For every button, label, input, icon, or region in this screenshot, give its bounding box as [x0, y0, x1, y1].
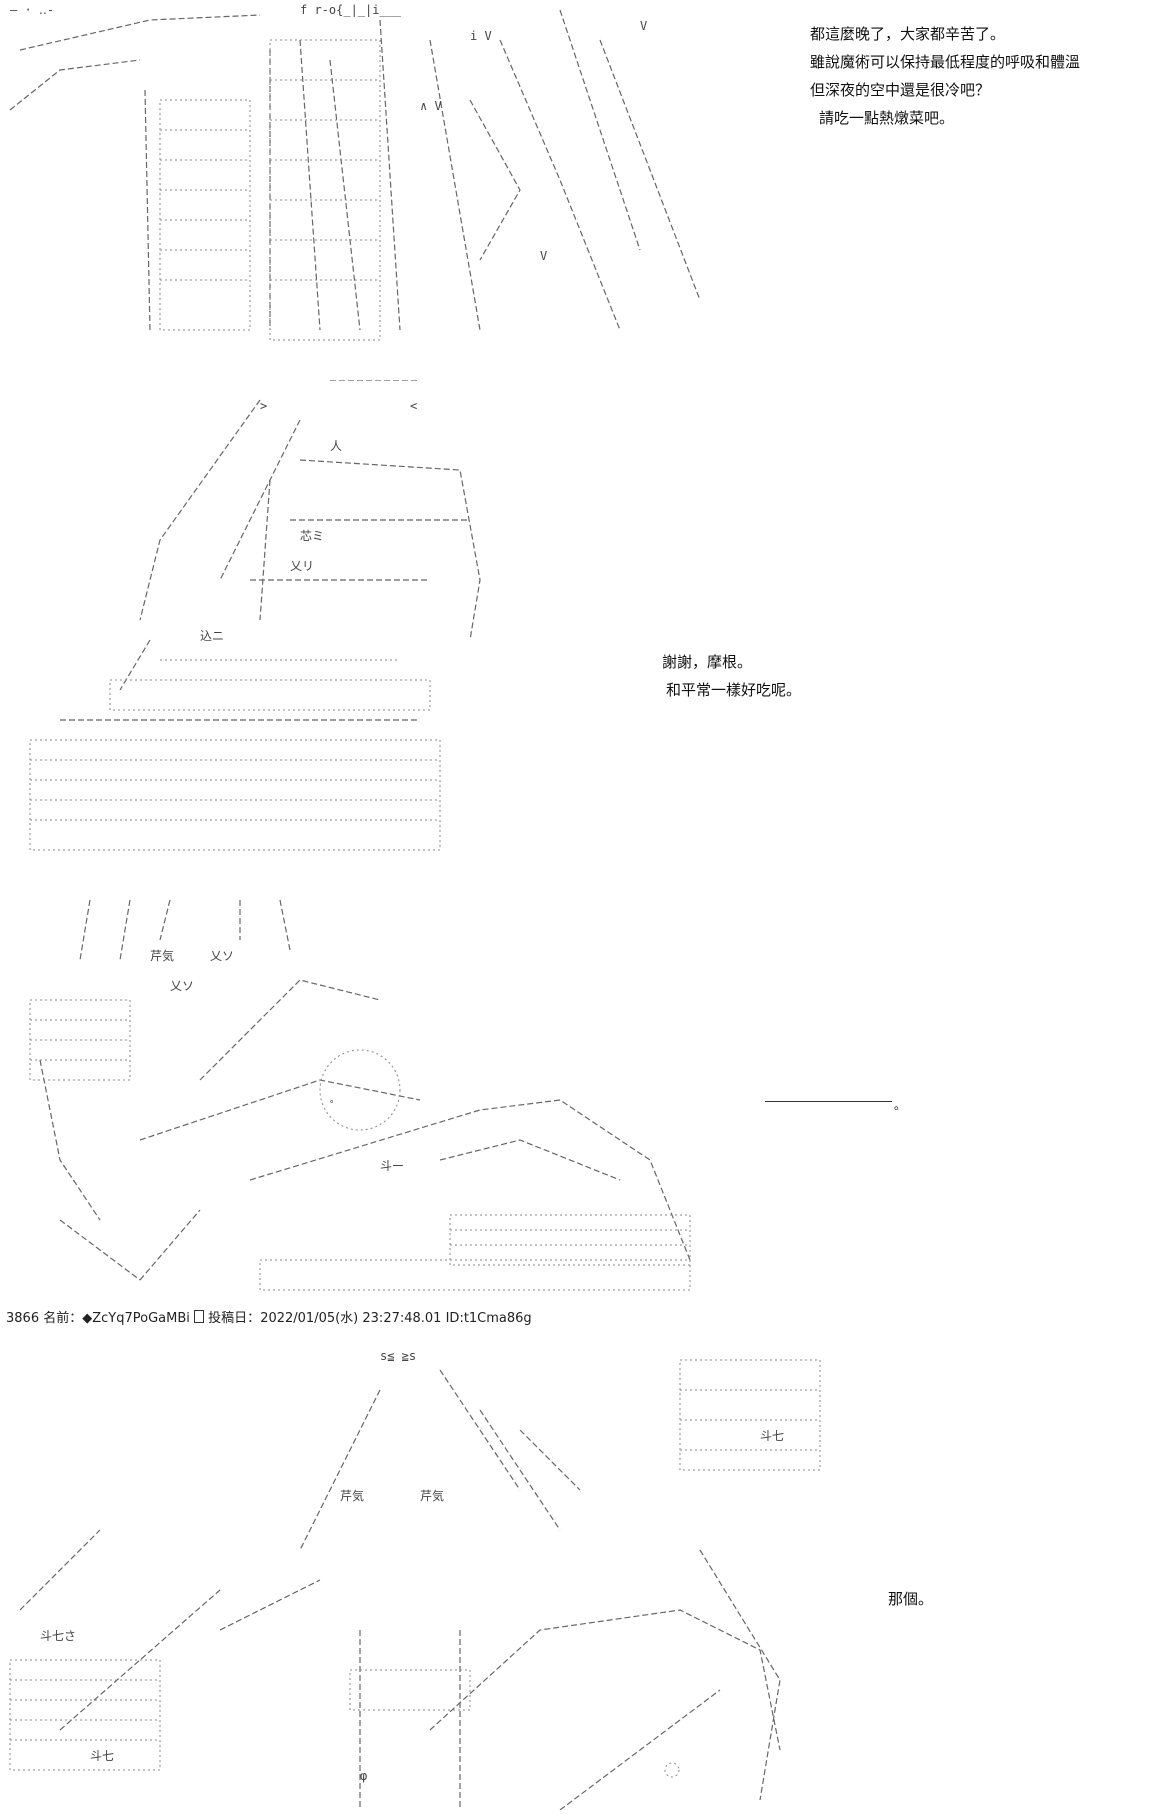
svg-text:s≦ ≧s: s≦ ≧s [380, 1349, 416, 1363]
ascii-art-figure-1-drawing: — · ‥- f r-o{_|_|i___ i V ∧ V V V [9, 3, 701, 341]
dialogue-line: 請吃一點熱燉菜吧。 [819, 109, 955, 127]
svg-text:芹気: 芹気 [150, 948, 174, 963]
dialogue-panel-2: 謝謝，摩根。 和平常一樣好吃呢。 [662, 648, 801, 704]
post-author: ◆ZcYq7PoGaMBi [82, 1311, 190, 1326]
dialogue-line: 但深夜的空中還是很冷吧？ [810, 81, 991, 99]
dialogue-line: 謝謝，摩根。 [662, 653, 753, 671]
horizontal-rule [765, 1101, 892, 1102]
svg-text:φ: φ [360, 1769, 367, 1783]
svg-text:斗七: 斗七 [760, 1429, 784, 1443]
post-date: 2022/01/05(水) 23:27:48.01 [260, 1311, 442, 1326]
svg-text:芹気: 芹気 [340, 1488, 364, 1503]
ascii-art-figure-2: > < 人 芯ミ 乂リ 込ニ [0, 380, 500, 860]
svg-text:V: V [540, 249, 547, 263]
post-id: ID:t1Cma86g [445, 1311, 532, 1326]
ascii-art-figure-3: 芹気 乂ソ 乂ソ 斗ー ゜ [0, 880, 720, 1300]
svg-text:乂リ: 乂リ [290, 559, 314, 573]
svg-text:f r-o{_|_|i___: f r-o{_|_|i___ [300, 3, 402, 17]
svg-text:芯ミ: 芯ミ [300, 529, 324, 543]
post-name-label: 名前： [43, 1311, 83, 1326]
dialogue-panel-1: 都這麼晚了，大家都辛苦了。 雖說魔術可以保持最低程度的呼吸和體溫 但深夜的空中還… [810, 20, 1080, 132]
svg-text:V: V [640, 19, 647, 33]
post-number: 3866 [6, 1311, 40, 1326]
dialogue-line: 那個。 [888, 1590, 934, 1608]
dialogue-panel-4: 那個。 [888, 1585, 933, 1613]
svg-text:込ニ: 込ニ [200, 629, 224, 643]
trip-box-icon [194, 1310, 205, 1323]
dialogue-line: 都這麼晚了，大家都辛苦了。 [810, 25, 1006, 43]
svg-text:斗七さ: 斗七さ [40, 1629, 76, 1643]
ascii-art-figure-2-drawing: > < 人 芯ミ 乂リ 込ニ [29, 380, 481, 851]
dialogue-line: 和平常一樣好吃呢。 [666, 681, 802, 699]
svg-text:斗ー: 斗ー [380, 1159, 404, 1173]
ellipsis-mark: 。 [894, 1098, 907, 1112]
svg-text:芹気: 芹気 [420, 1488, 444, 1503]
svg-text:斗七: 斗七 [90, 1749, 114, 1763]
svg-text:乂ソ: 乂ソ [170, 979, 194, 993]
ascii-art-figure-1: — · ‥- f r-o{_|_|i___ i V ∧ V V V [0, 0, 720, 345]
post-date-label: 投稿日： [208, 1311, 261, 1326]
svg-text:<: < [410, 399, 417, 413]
post-header: 3866 名前：◆ZcYq7PoGaMBi 投稿日：2022/01/05(水) … [6, 1307, 532, 1326]
svg-text:— · ‥-: — · ‥- [10, 3, 54, 17]
svg-text:乂ソ: 乂ソ [210, 949, 234, 963]
dialogue-line: 雖說魔術可以保持最低程度的呼吸和體溫 [810, 53, 1081, 71]
ascii-art-figure-4: s≦ ≧s 芹気 芹気 斗七 斗七さ 斗七 φ [0, 1330, 840, 1810]
svg-text:i V: i V [470, 29, 492, 43]
svg-text:>: > [260, 399, 267, 413]
svg-text:人: 人 [330, 439, 342, 453]
svg-text:∧ V: ∧ V [420, 99, 442, 113]
svg-text:゜: ゜ [330, 1099, 342, 1113]
ascii-art-figure-4-drawing: s≦ ≧s 芹気 芹気 斗七 斗七さ 斗七 φ [9, 1349, 821, 1810]
ascii-art-figure-3-drawing: 芹気 乂ソ 乂ソ 斗ー ゜ [29, 899, 691, 1291]
